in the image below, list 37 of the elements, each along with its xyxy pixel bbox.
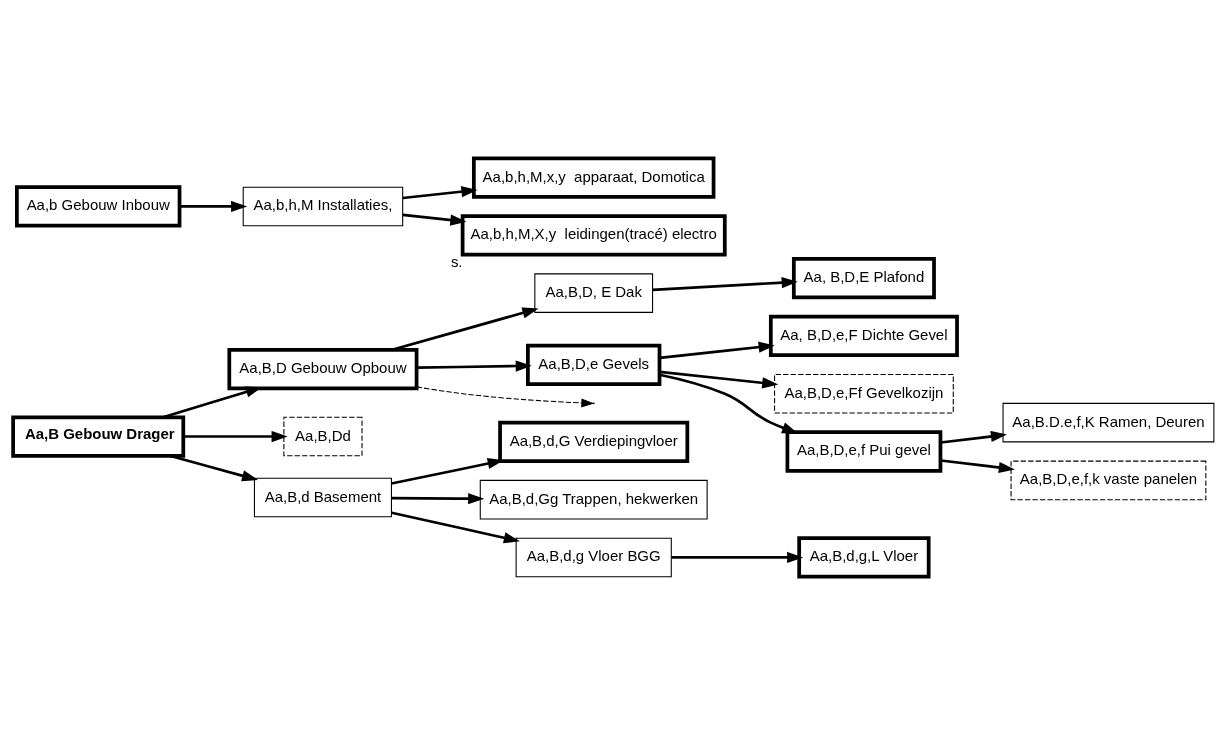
arrow <box>659 370 779 388</box>
node-box: Aa,b,h,M,X,y leidingen(tracé) electro <box>460 213 727 256</box>
node-box: Aa,B,d,g,L Vloer <box>797 535 931 579</box>
node-box: Aa,b,h,M,x,y apparaat, Domotica <box>471 155 716 199</box>
arrow <box>671 551 804 563</box>
node-box: Aa,B,D,e,f,k vaste panelen <box>1010 460 1207 500</box>
node-box: Aa,B,D Gebouw Opbouw <box>227 347 419 390</box>
arrow <box>402 185 478 199</box>
node-box: Aa,B,D, E Dak <box>534 272 654 313</box>
node-box: Aa,B,Dd <box>283 416 363 456</box>
node-label: s. <box>450 252 463 270</box>
node-box: Aa,B,d Basement <box>253 477 392 517</box>
node-box: Aa,B,d,Gg Trappen, hekwerken <box>479 479 708 519</box>
node-box: Aa,B,d,g Vloer BGG <box>515 537 672 577</box>
arrow <box>169 454 259 481</box>
node-box: Aa,B,D,e,Ff Gevelkozijn <box>774 373 954 413</box>
node-box: Aa, B,D,E Plafond <box>791 256 936 299</box>
node-box: Aa,B,D,e Gevels <box>526 343 662 386</box>
node-box: Aa,B.D.e,f,K Ramen, Deuren <box>1002 402 1215 442</box>
arrow <box>659 341 775 359</box>
node-box: Aa,B,d,G Verdiepingvloer <box>498 420 690 463</box>
arrow <box>391 510 520 543</box>
arrow <box>940 458 1015 473</box>
arrow <box>416 385 595 407</box>
arrow <box>940 430 1007 444</box>
node-box: Aa,B Gebouw Drager <box>11 414 186 458</box>
arrow <box>416 359 532 372</box>
node-box: Aa, B,D,e,F Dichte Gevel <box>768 314 959 357</box>
arrow <box>183 430 288 442</box>
node-box: Aa,b,h,M Installaties, <box>242 186 404 226</box>
node-box: Aa,b Gebouw Inbouw <box>15 184 182 228</box>
arrow <box>179 200 248 212</box>
node-box: Aa,B,D,e,f Pui gevel <box>785 429 943 473</box>
arrow <box>391 306 539 351</box>
arrow <box>652 276 798 291</box>
arrow <box>402 213 467 226</box>
arrow <box>391 492 485 504</box>
